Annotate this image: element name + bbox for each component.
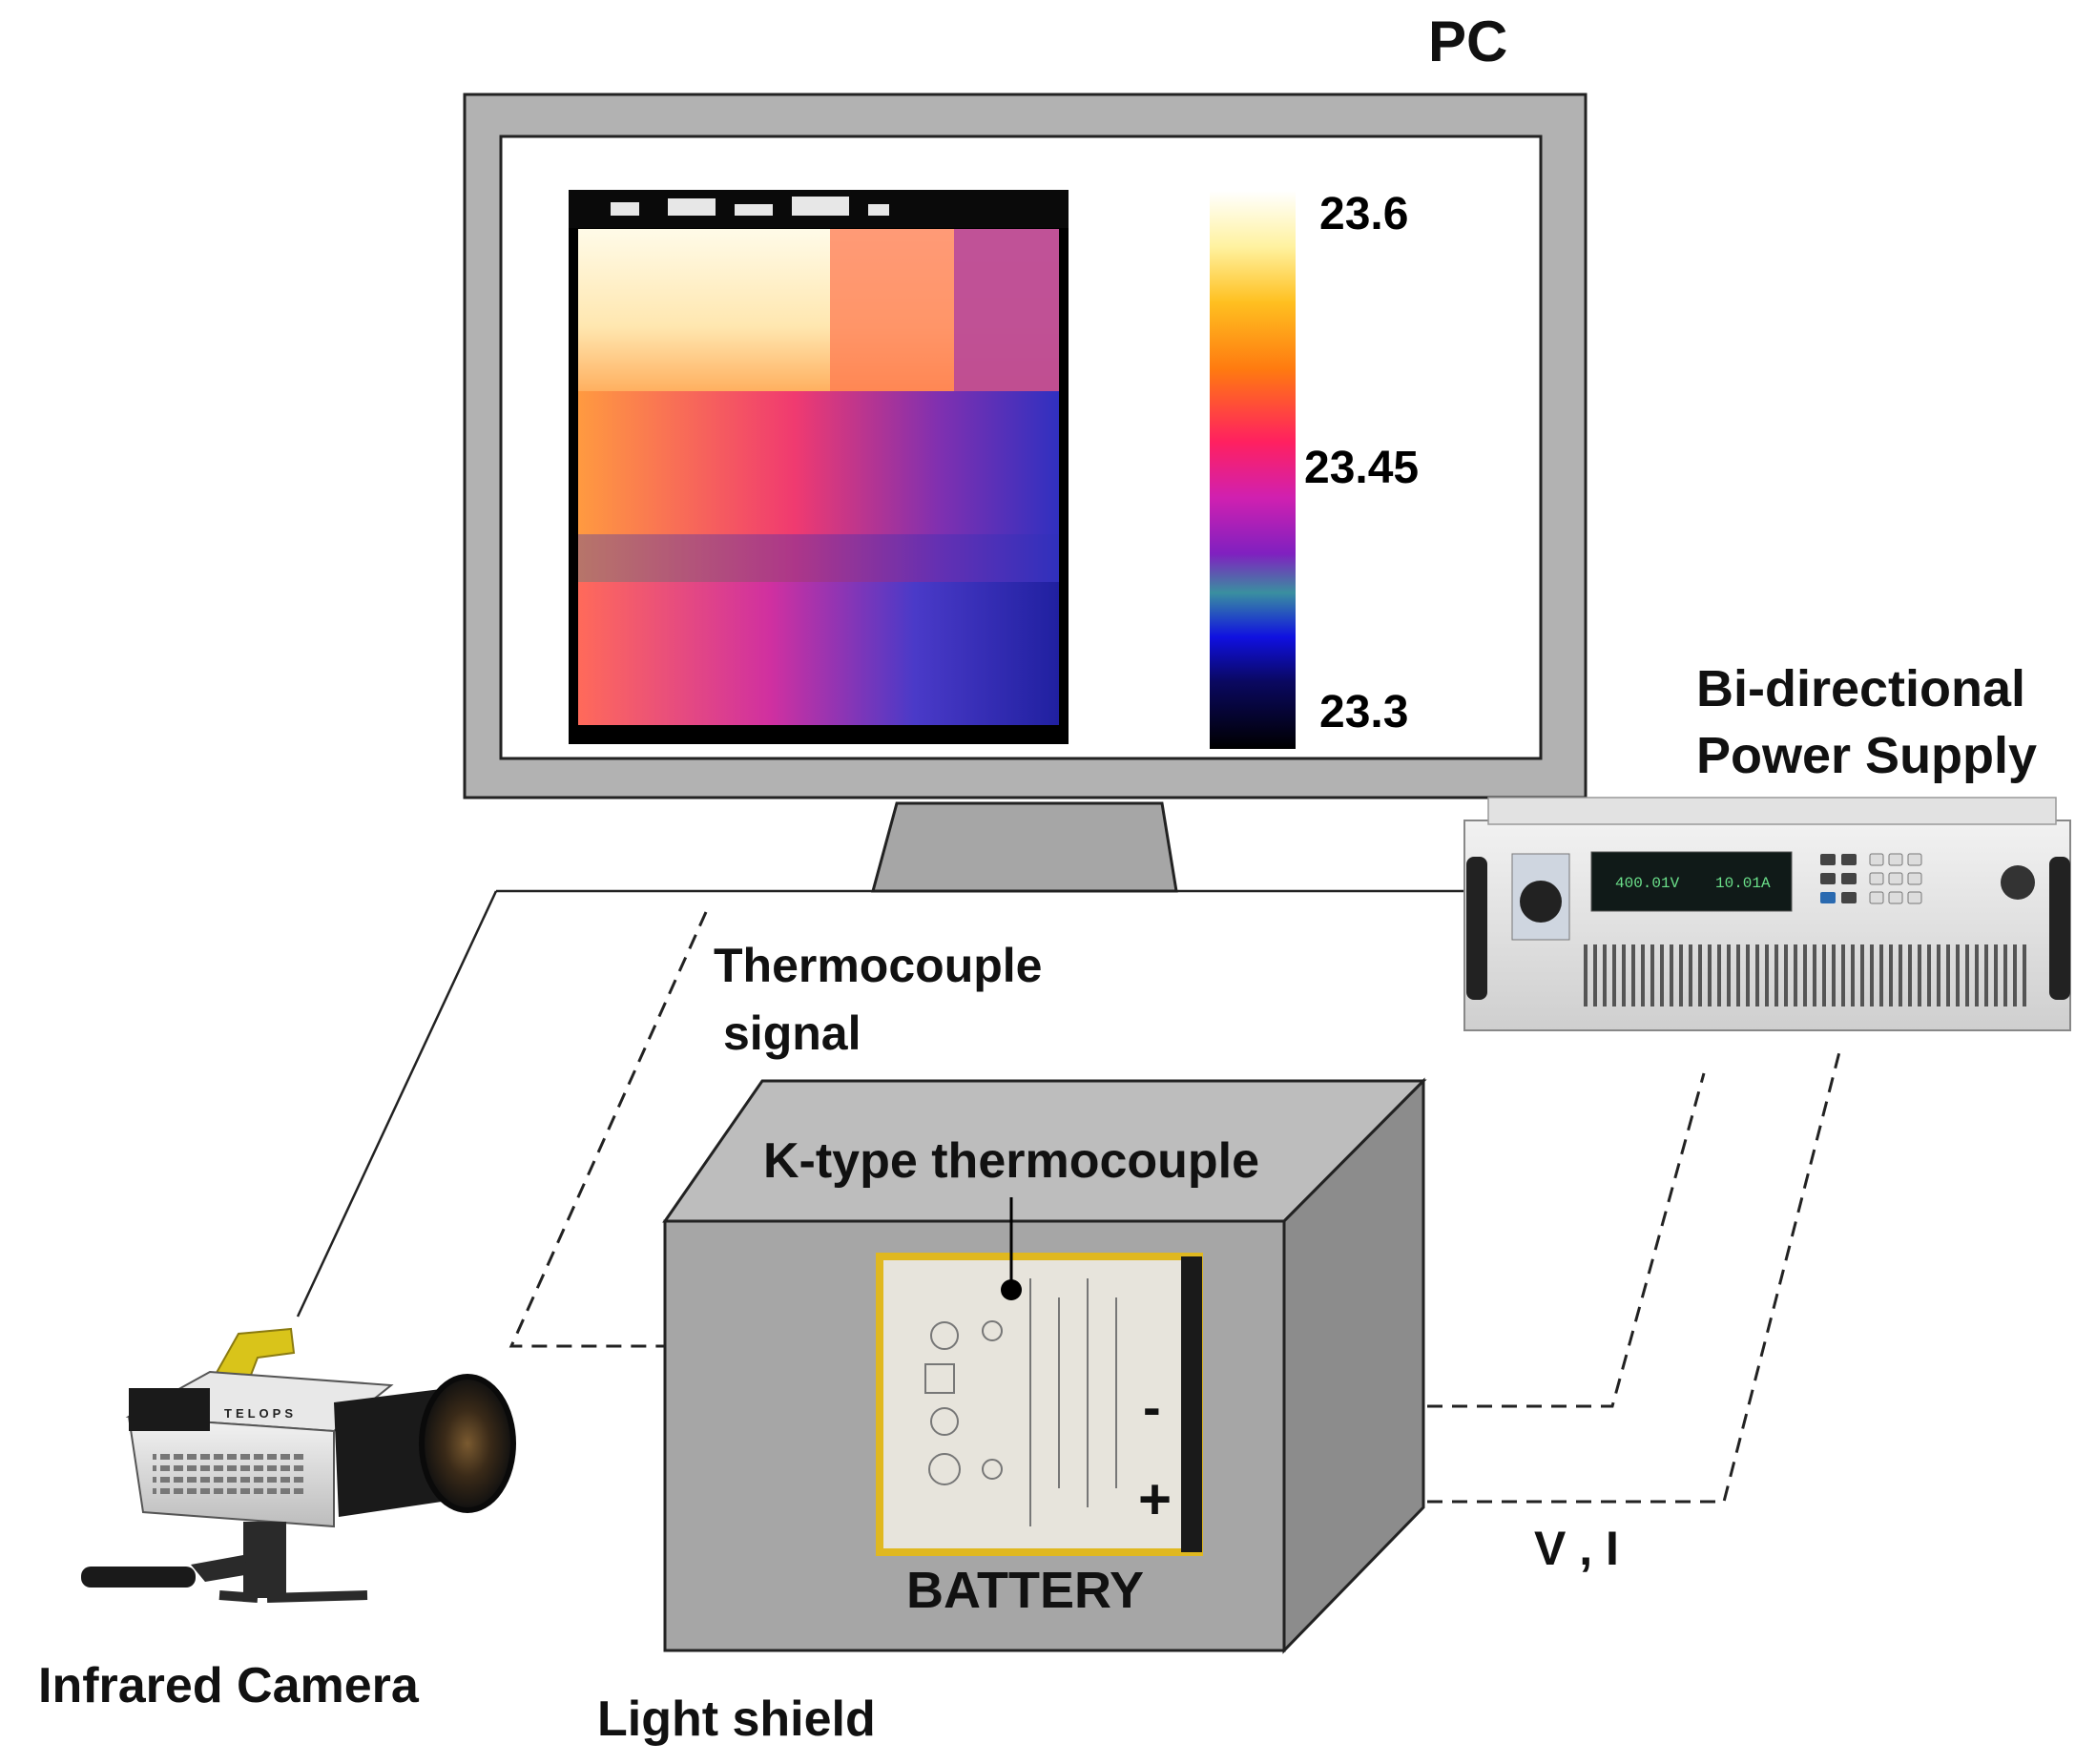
colorbar-max-label: 23.6: [1319, 189, 1408, 239]
camera-tripod: [81, 1522, 368, 1603]
infrared-camera: TELOPS Infrared Camera: [38, 1327, 516, 1713]
power-supply-label-line1: Bi-directional: [1696, 660, 2025, 717]
psu-rotary-knob: [2001, 865, 2035, 900]
monitor-stand: [871, 801, 1178, 893]
camera-side-grill: [153, 1450, 305, 1498]
camera-lens: [419, 1374, 516, 1513]
light-shield-label: Light shield: [597, 1691, 876, 1747]
v-i-label: V , I: [1534, 1522, 1619, 1575]
battery-body: [876, 1253, 1203, 1556]
camera-pc-line-diagonal: [296, 890, 498, 1318]
colorbar-mid-label: 23.45: [1304, 443, 1419, 493]
psu-power-knob: [1520, 881, 1562, 923]
battery-terminal-strip: [1181, 1256, 1202, 1552]
psu-right-handle: [2049, 857, 2070, 1000]
thermocouple-signal-label-line1: Thermocouple: [714, 939, 1042, 992]
k-type-thermocouple-label: K-type thermocouple: [763, 1133, 1259, 1189]
pc-monitor: 23.6 23.45 23.3 PC: [463, 10, 1588, 893]
power-supply-label-line2: Power Supply: [1696, 727, 2037, 784]
camera-black-panel: [129, 1388, 210, 1431]
camera-brand-label: TELOPS: [224, 1406, 297, 1421]
psu-top-face: [1487, 797, 2057, 825]
battery-negative-terminal: -: [1143, 1377, 1161, 1437]
psu-left-handle: [1466, 857, 1487, 1000]
thermocouple-signal-label-line2: signal: [723, 1007, 861, 1060]
thermal-image: [569, 190, 1069, 744]
psu-display: [1590, 851, 1793, 912]
psu-display-current: 10.01A: [1715, 875, 1771, 892]
colorbar-min-label: 23.3: [1319, 687, 1408, 737]
battery: - +: [876, 1197, 1203, 1556]
battery-label-markings: [924, 1278, 1117, 1526]
infrared-camera-label: Infrared Camera: [38, 1658, 420, 1713]
psu-keypad: [1820, 853, 1922, 904]
pc-label: PC: [1428, 10, 1507, 73]
temperature-colorbar: [1210, 191, 1296, 749]
bidirectional-power-supply: 400.01V 10.01A Bi-directional Power Supp…: [1463, 660, 2071, 1031]
battery-label: BATTERY: [906, 1562, 1144, 1619]
psu-vent-grille: [1579, 944, 2027, 1007]
psu-display-voltage: 400.01V: [1615, 875, 1680, 892]
battery-positive-terminal: +: [1138, 1467, 1172, 1531]
